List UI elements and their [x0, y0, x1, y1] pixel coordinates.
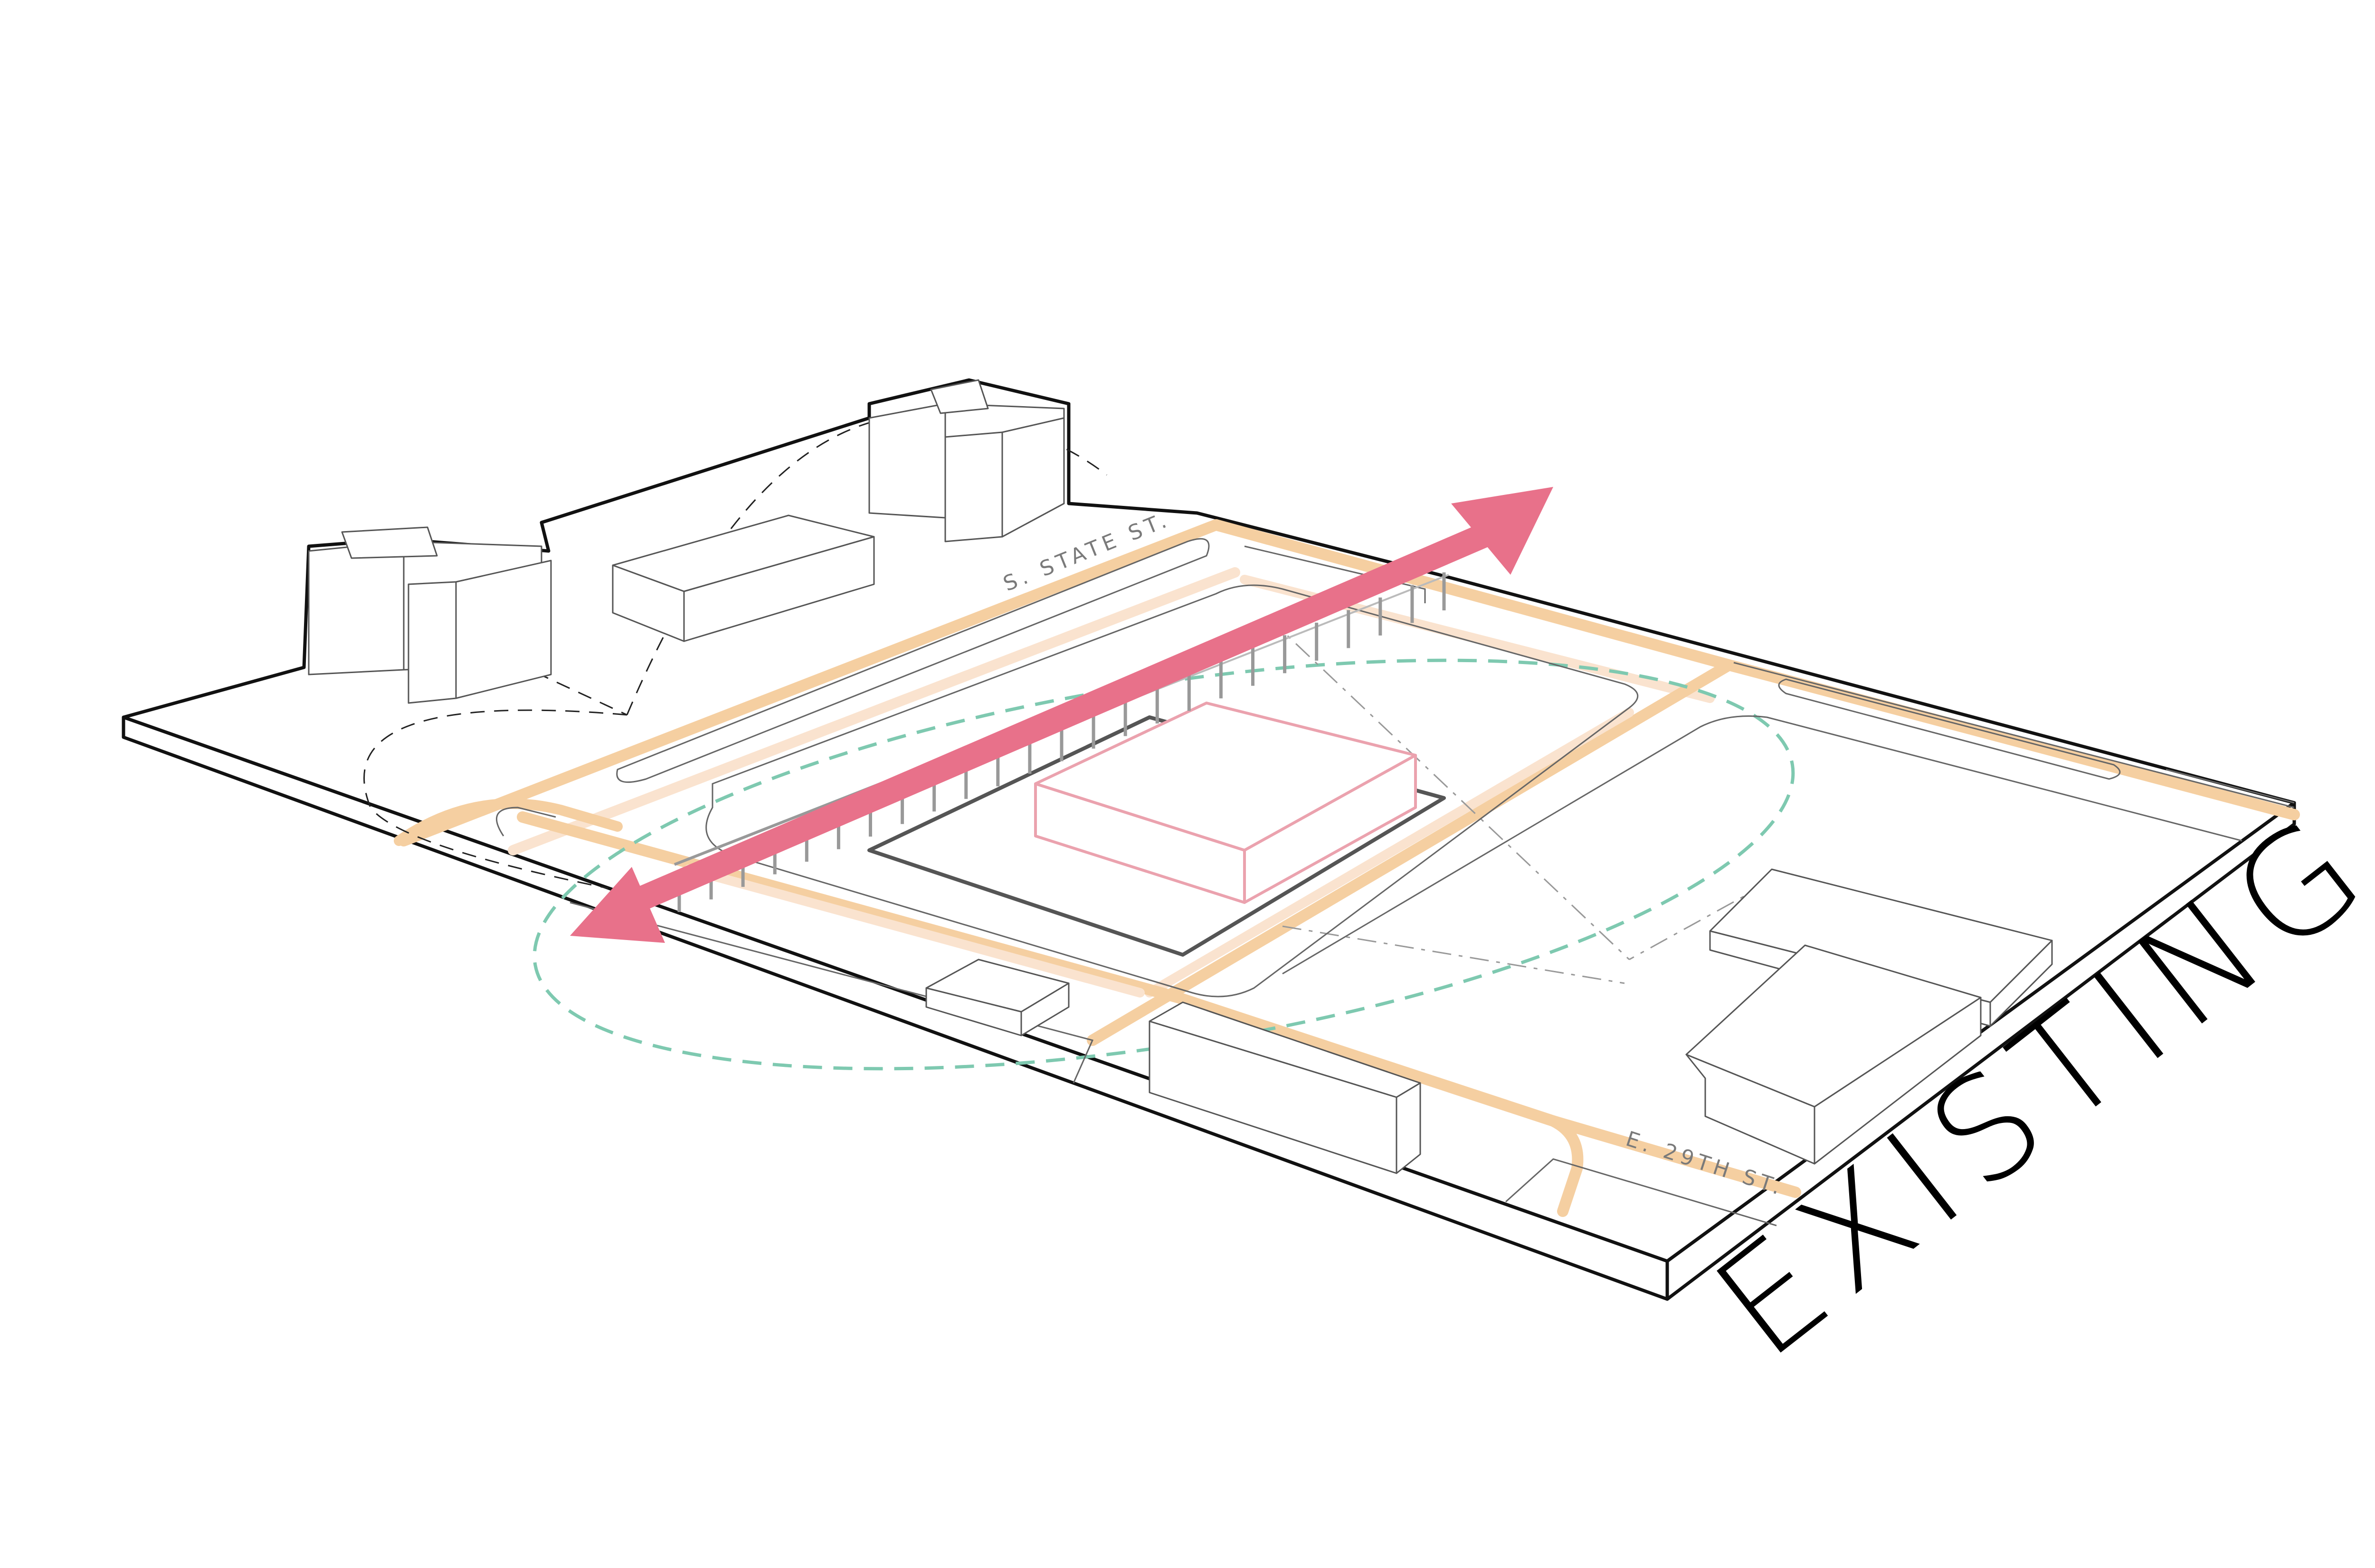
left-tower-cluster — [308, 526, 552, 704]
mid-building-left-side — [683, 536, 875, 642]
right-building-front — [1685, 944, 1982, 1165]
sight-line-left-arc — [363, 709, 627, 889]
far-right-slot — [2166, 769, 2295, 804]
plate-inner-edge — [1733, 662, 2295, 808]
left-tower-roof — [341, 526, 438, 559]
sight-line-long-1 — [1267, 617, 1630, 960]
stadium-plaza-frame — [867, 715, 1446, 957]
top-slot — [1244, 545, 1426, 603]
left-tower-d — [455, 560, 552, 699]
left-tower-c — [408, 581, 457, 704]
highlighted-building — [1034, 702, 1417, 904]
right-building-front-side — [1814, 997, 1982, 1165]
bottom-right-block — [1505, 1158, 1777, 1226]
sight-line-long-2 — [1629, 883, 1767, 960]
highlighted-building-right — [1243, 754, 1417, 904]
upper-right-slot — [1778, 678, 2121, 780]
right-block-outline — [1282, 715, 2242, 975]
left-curb — [495, 807, 556, 836]
right-tower-a — [868, 403, 946, 519]
small-building-bottom-side — [1020, 982, 1070, 1036]
streets — [394, 519, 2300, 1217]
street-central-diagonal — [1087, 659, 1735, 1046]
arrow-head-right — [1451, 487, 1553, 575]
street-s-state-lower — [508, 567, 1240, 855]
right-tower-cluster — [868, 379, 1065, 542]
street-s-state-upper — [398, 519, 1222, 846]
right-tower-c — [944, 431, 1003, 542]
central-block-outline — [705, 584, 1639, 998]
right-building-front-front — [1685, 1054, 1815, 1165]
double-headed-arrow-icon — [570, 487, 1553, 943]
block-outlines — [495, 538, 2295, 1226]
street-left-curve — [394, 798, 623, 846]
mid-building-left — [612, 514, 875, 642]
left-pill-block — [616, 538, 1210, 783]
street-lower-inner — [684, 865, 1145, 998]
street-e-29th-branch — [1548, 1115, 1801, 1198]
small-building-bottom — [925, 959, 1070, 1036]
sight-lines-light — [1267, 617, 1767, 984]
street-central-diagonal-2 — [1145, 708, 1634, 998]
right-tower-roof — [930, 379, 989, 414]
base-plate-front-right — [1665, 801, 2296, 1301]
buildings — [308, 379, 2053, 1174]
arrow-head-left — [570, 867, 665, 943]
right-tower-d — [1001, 417, 1065, 538]
left-tower-a — [308, 541, 405, 675]
long-building-bottom — [1149, 1001, 1421, 1174]
arrow-shaft — [622, 521, 1497, 916]
long-building-bottom-side — [1396, 1082, 1421, 1174]
right-building-rear-side — [1989, 940, 2053, 1027]
lower-left-block-outline — [570, 902, 1094, 1083]
